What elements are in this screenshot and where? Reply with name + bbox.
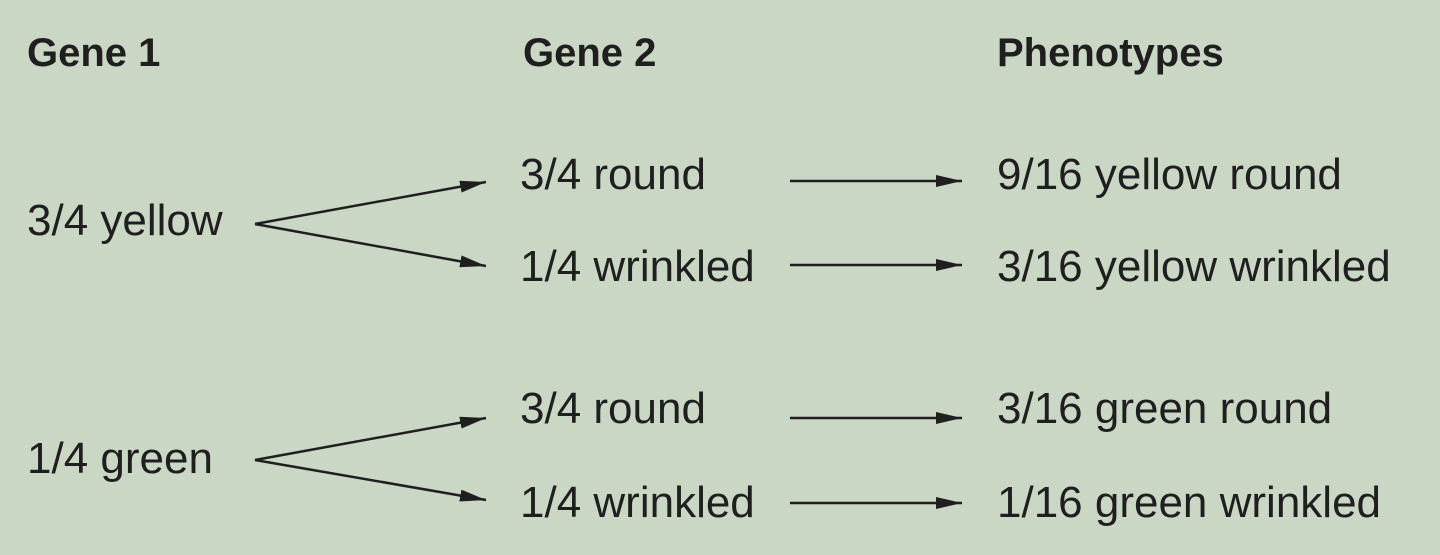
gene2-wrinkled-label-1: 1/4 wrinkled [520, 242, 755, 291]
gene1-yellow-label: 3/4 yellow [27, 196, 223, 245]
phenotypes-header: Phenotypes [997, 31, 1224, 75]
phenotype-yellow-round-label: 9/16 yellow round [997, 150, 1342, 199]
phenotype-green-wrinkled-label: 1/16 green wrinkled [997, 478, 1382, 527]
gene2-header: Gene 2 [523, 31, 657, 75]
gene1-green-label: 1/4 green [27, 434, 213, 483]
gene1-header: Gene 1 [27, 31, 161, 75]
branch-arrow-yellow-round [254, 180, 487, 226]
phenotype-green-round-label: 3/16 green round [997, 384, 1333, 433]
branch-arrow-green-round [254, 416, 487, 462]
gene2-wrinkled-label-2: 1/4 wrinkled [520, 478, 755, 527]
phenotype-yellow-wrinkled-label: 3/16 yellow wrinkled [997, 242, 1391, 291]
branch-arrow-green-wrinkled [254, 458, 487, 502]
gene2-round-label-1: 3/4 round [520, 150, 706, 199]
gene2-round-label-2: 3/4 round [520, 384, 706, 433]
branch-arrow-yellow-wrinkled [254, 222, 487, 268]
